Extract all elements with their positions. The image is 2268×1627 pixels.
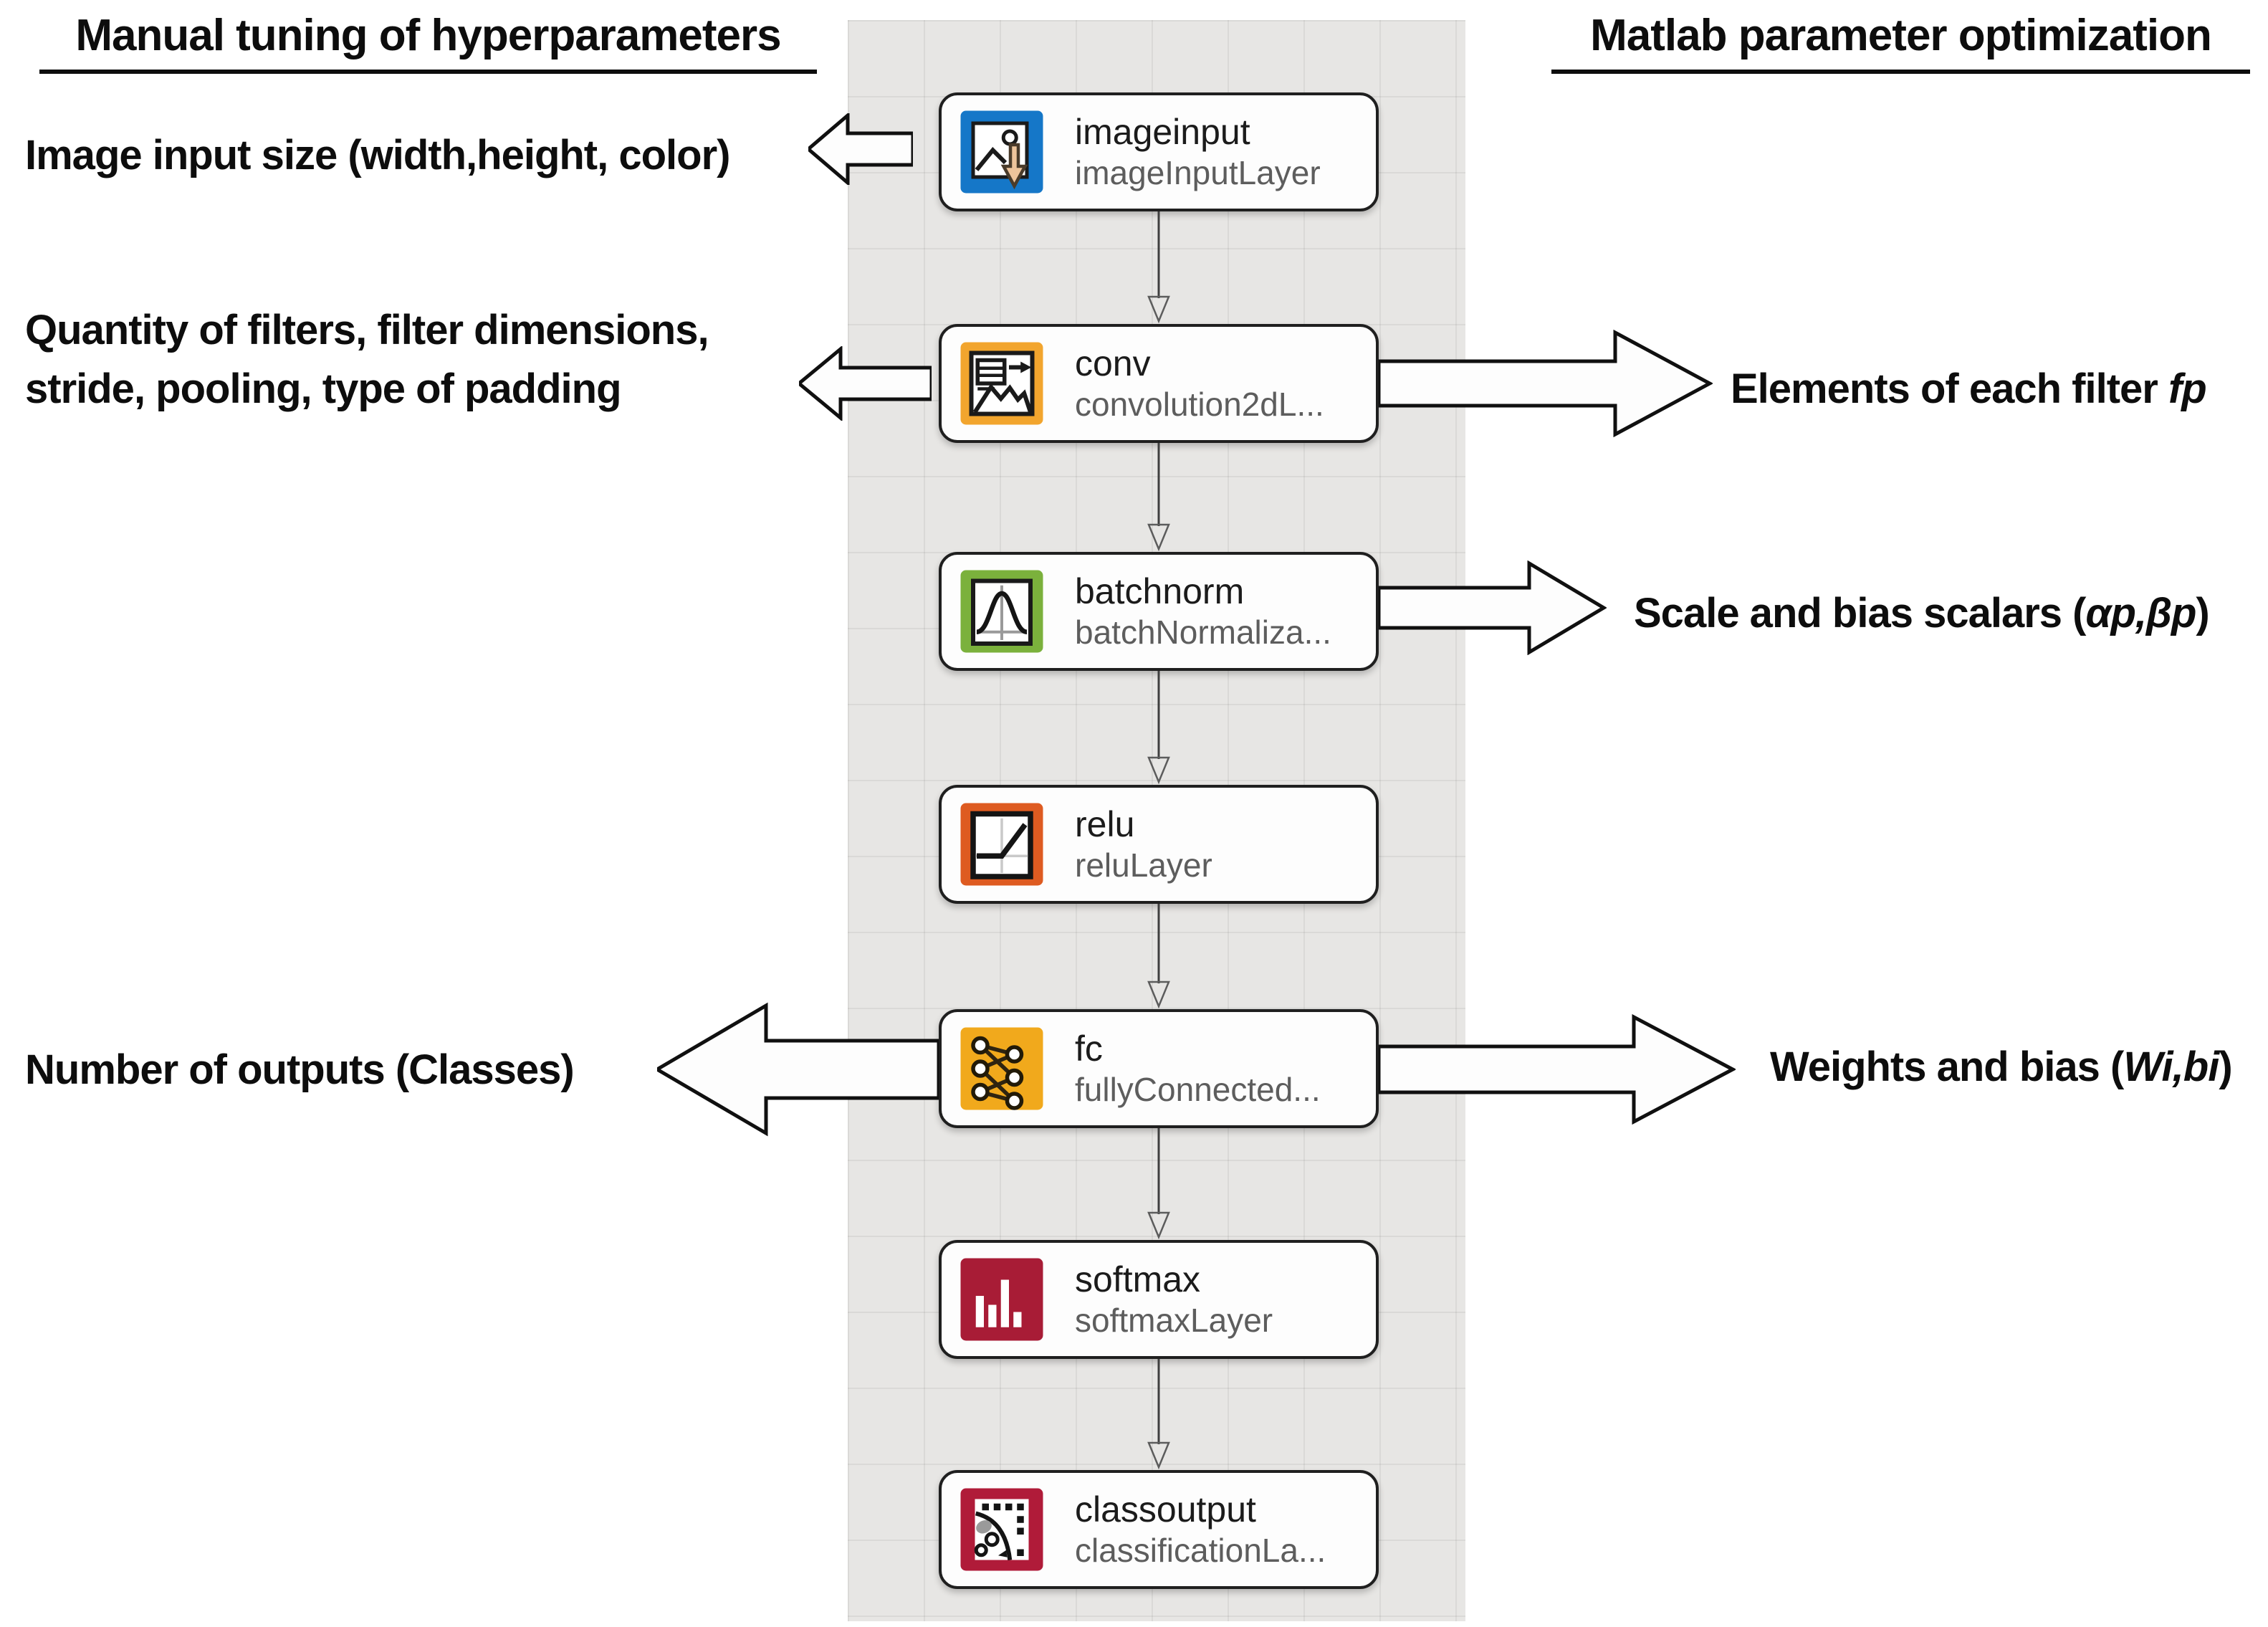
arrow-right-batchnorm bbox=[1379, 560, 1607, 655]
left-column-title: Manual tuning of hyperparameters bbox=[39, 10, 817, 74]
layer-node-classoutput[interactable]: classoutput classificationLa... bbox=[939, 1470, 1379, 1589]
annotation-number-of-outputs: Number of outputs (Classes) bbox=[25, 1041, 575, 1099]
arrow-left-imageinput bbox=[808, 113, 913, 185]
annotation-text: Image input size (width,height, color) bbox=[25, 132, 730, 178]
layer-name: relu bbox=[1075, 804, 1135, 845]
connector-arrow-down bbox=[1147, 1128, 1170, 1240]
layer-node-relu[interactable]: relu reluLayer bbox=[939, 785, 1379, 904]
image-input-icon bbox=[960, 110, 1043, 194]
annotation-symbol: αp,βp bbox=[2085, 590, 2196, 636]
layer-node-conv[interactable]: conv convolution2dL... bbox=[939, 324, 1379, 443]
layer-name: imageinput bbox=[1075, 112, 1250, 153]
connector-arrow-down bbox=[1147, 671, 1170, 785]
connector-arrow-down bbox=[1147, 211, 1170, 324]
annotation-text-line2: stride, pooling, type of padding bbox=[25, 366, 622, 412]
annotation-text: ) bbox=[2196, 590, 2209, 636]
arrow-left-fc bbox=[657, 1002, 939, 1137]
layer-node-imageinput[interactable]: imageinput imageInputLayer bbox=[939, 92, 1379, 211]
layer-type: softmaxLayer bbox=[1075, 1302, 1273, 1340]
layer-type: classificationLa... bbox=[1075, 1532, 1326, 1570]
fully-connected-icon bbox=[960, 1027, 1043, 1110]
relu-icon bbox=[960, 803, 1043, 886]
annotation-text: Weights and bias ( bbox=[1770, 1044, 2124, 1090]
annotation-text-line1: Quantity of filters, filter dimensions, bbox=[25, 307, 709, 353]
layer-name: batchnorm bbox=[1075, 571, 1245, 612]
annotation-image-input-size: Image input size (width,height, color) bbox=[25, 126, 730, 185]
annotation-scale-bias-scalars: Scale and bias scalars (αp,βp) bbox=[1634, 584, 2210, 643]
layer-type: reluLayer bbox=[1075, 846, 1212, 884]
annotation-text: Scale and bias scalars ( bbox=[1634, 590, 2086, 636]
arrow-left-conv bbox=[799, 346, 932, 421]
classification-output-icon bbox=[960, 1488, 1043, 1571]
layer-type: imageInputLayer bbox=[1075, 154, 1321, 192]
batch-normalization-icon bbox=[960, 570, 1043, 653]
softmax-icon bbox=[960, 1258, 1043, 1341]
layer-type: convolution2dL... bbox=[1075, 386, 1324, 424]
convolution-icon bbox=[960, 342, 1043, 425]
layer-name: classoutput bbox=[1075, 1489, 1256, 1530]
layer-name: fc bbox=[1075, 1029, 1103, 1069]
layer-name: conv bbox=[1075, 343, 1151, 384]
connector-arrow-down bbox=[1147, 443, 1170, 552]
connector-arrow-down bbox=[1147, 904, 1170, 1009]
layer-type: batchNormaliza... bbox=[1075, 614, 1331, 652]
annotation-filter-elements: Elements of each filter fp bbox=[1731, 360, 2207, 419]
arrow-right-fc bbox=[1379, 1013, 1736, 1125]
layer-node-softmax[interactable]: softmax softmaxLayer bbox=[939, 1240, 1379, 1359]
annotation-conv-hyperparams: Quantity of filters, filter dimensions, … bbox=[25, 301, 709, 419]
annotation-text: Number of outputs (Classes) bbox=[25, 1046, 575, 1093]
annotation-text: Elements of each filter bbox=[1731, 366, 2168, 412]
layer-node-batchnorm[interactable]: batchnorm batchNormaliza... bbox=[939, 552, 1379, 671]
arrow-right-conv bbox=[1379, 330, 1713, 437]
connector-arrow-down bbox=[1147, 1359, 1170, 1470]
annotation-symbol: Wi,bi bbox=[2123, 1044, 2219, 1090]
right-column-title: Matlab parameter optimization bbox=[1551, 10, 2250, 74]
annotation-weights-and-bias: Weights and bias (Wi,bi) bbox=[1770, 1038, 2233, 1097]
layer-name: softmax bbox=[1075, 1259, 1201, 1300]
annotation-symbol: fp bbox=[2168, 366, 2207, 412]
layer-type: fullyConnected... bbox=[1075, 1071, 1321, 1109]
annotation-text: ) bbox=[2219, 1044, 2232, 1090]
layer-node-fc[interactable]: fc fullyConnected... bbox=[939, 1009, 1379, 1128]
